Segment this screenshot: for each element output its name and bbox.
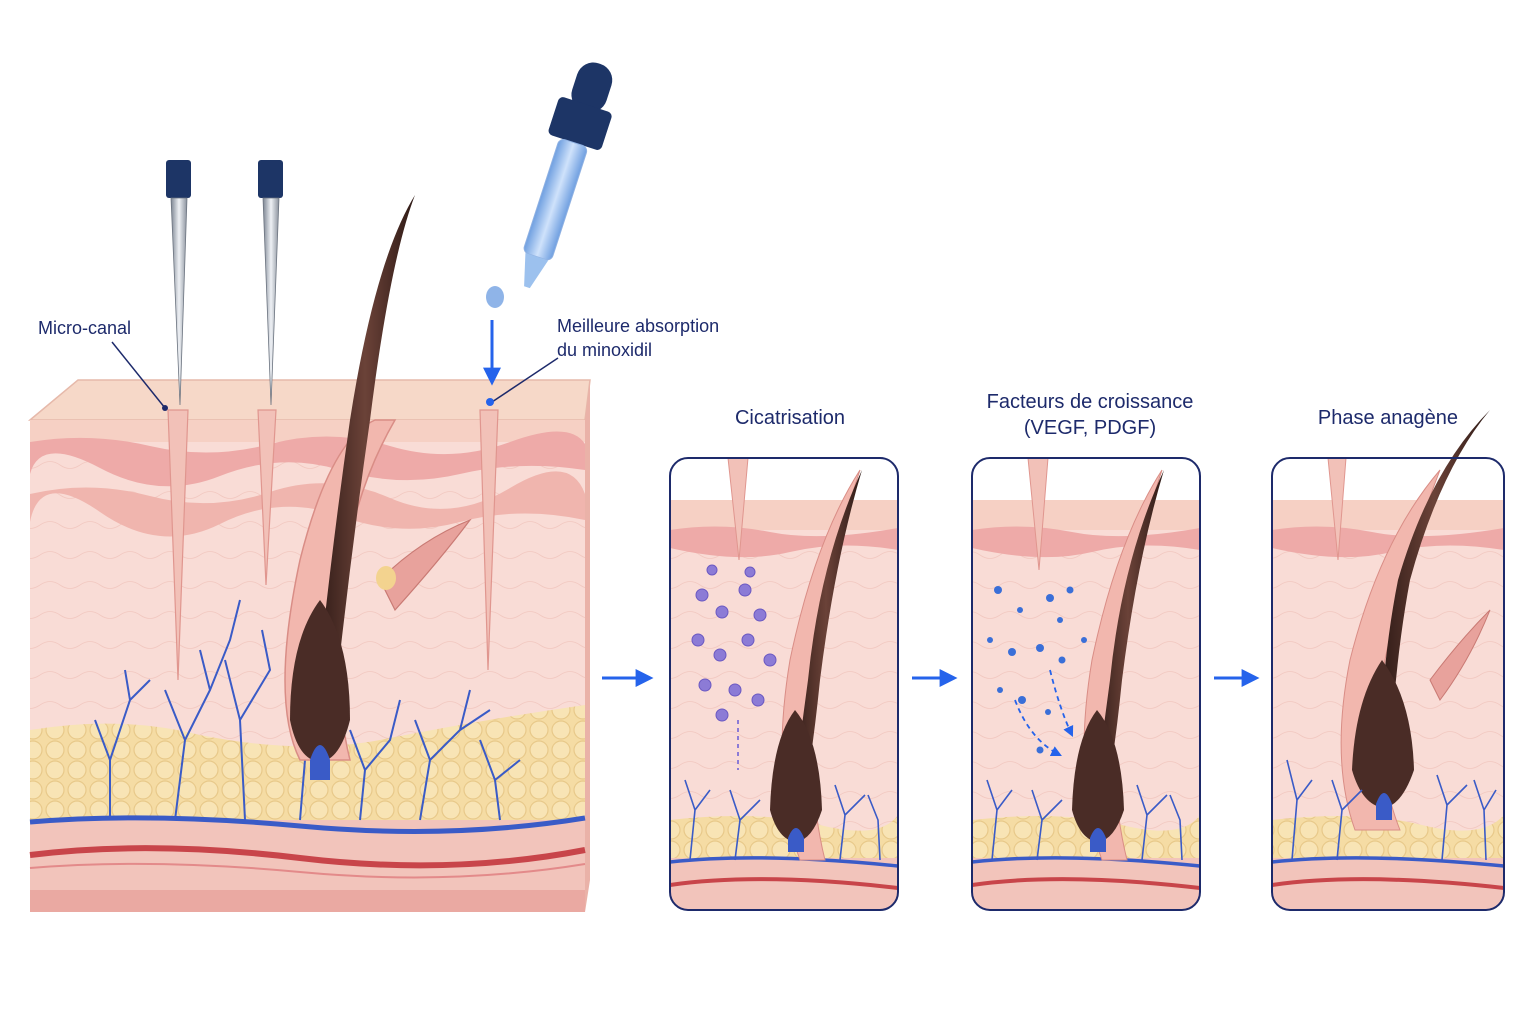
microneedle-icon bbox=[258, 160, 283, 406]
hypodermis-base bbox=[30, 890, 585, 912]
fat-layer bbox=[30, 705, 585, 820]
skin-top-face bbox=[27, 379, 591, 421]
panel-healing bbox=[669, 457, 899, 911]
micro-channel-1 bbox=[167, 409, 189, 681]
dermal-papilla bbox=[310, 745, 330, 780]
hair-bulb bbox=[290, 600, 350, 762]
anagen-papilla bbox=[1376, 793, 1392, 820]
growth-factor-particles bbox=[987, 586, 1087, 754]
sebaceous-gland bbox=[376, 566, 396, 590]
panel-title-healing: Cicatrisation bbox=[734, 407, 846, 429]
micro-channel-2 bbox=[257, 409, 277, 586]
dropper-icon bbox=[523, 62, 613, 289]
callout-line-absorption bbox=[491, 357, 559, 403]
anagen-hair-bulb bbox=[1352, 660, 1414, 808]
micro-channel-3 bbox=[479, 409, 499, 671]
dermis-band bbox=[30, 471, 585, 537]
secondary-artery bbox=[29, 862, 586, 879]
skin-block bbox=[27, 195, 591, 912]
main-artery bbox=[29, 845, 586, 869]
panel-anagen bbox=[1271, 410, 1505, 911]
panel-title-growth-line2: (VEGF, PDGF) bbox=[1023, 417, 1157, 439]
fibroblast-cells bbox=[691, 564, 777, 722]
arrector-muscle bbox=[379, 518, 472, 612]
minoxidil-drop bbox=[486, 286, 504, 308]
callout-line-micro-canal bbox=[111, 341, 166, 409]
label-absorption-line1: Meilleure absorption bbox=[557, 316, 720, 336]
callout-dot bbox=[486, 398, 494, 406]
panel-title-growth-line1: Facteurs de croissance bbox=[986, 391, 1194, 413]
epidermis-band bbox=[30, 431, 585, 487]
label-micro-canal: Micro-canal bbox=[38, 318, 132, 338]
callout-dot bbox=[162, 405, 168, 411]
microneedle-icon bbox=[166, 160, 191, 406]
anagen-capillaries bbox=[1286, 759, 1497, 861]
hair-shaft bbox=[315, 195, 415, 730]
main-vein bbox=[29, 815, 586, 834]
panel-title-anagen: Phase anagène bbox=[1317, 407, 1459, 429]
skin-side-face bbox=[585, 380, 590, 912]
panel-growth-factors bbox=[971, 457, 1201, 911]
label-absorption-line2: du minoxidil bbox=[557, 340, 653, 360]
